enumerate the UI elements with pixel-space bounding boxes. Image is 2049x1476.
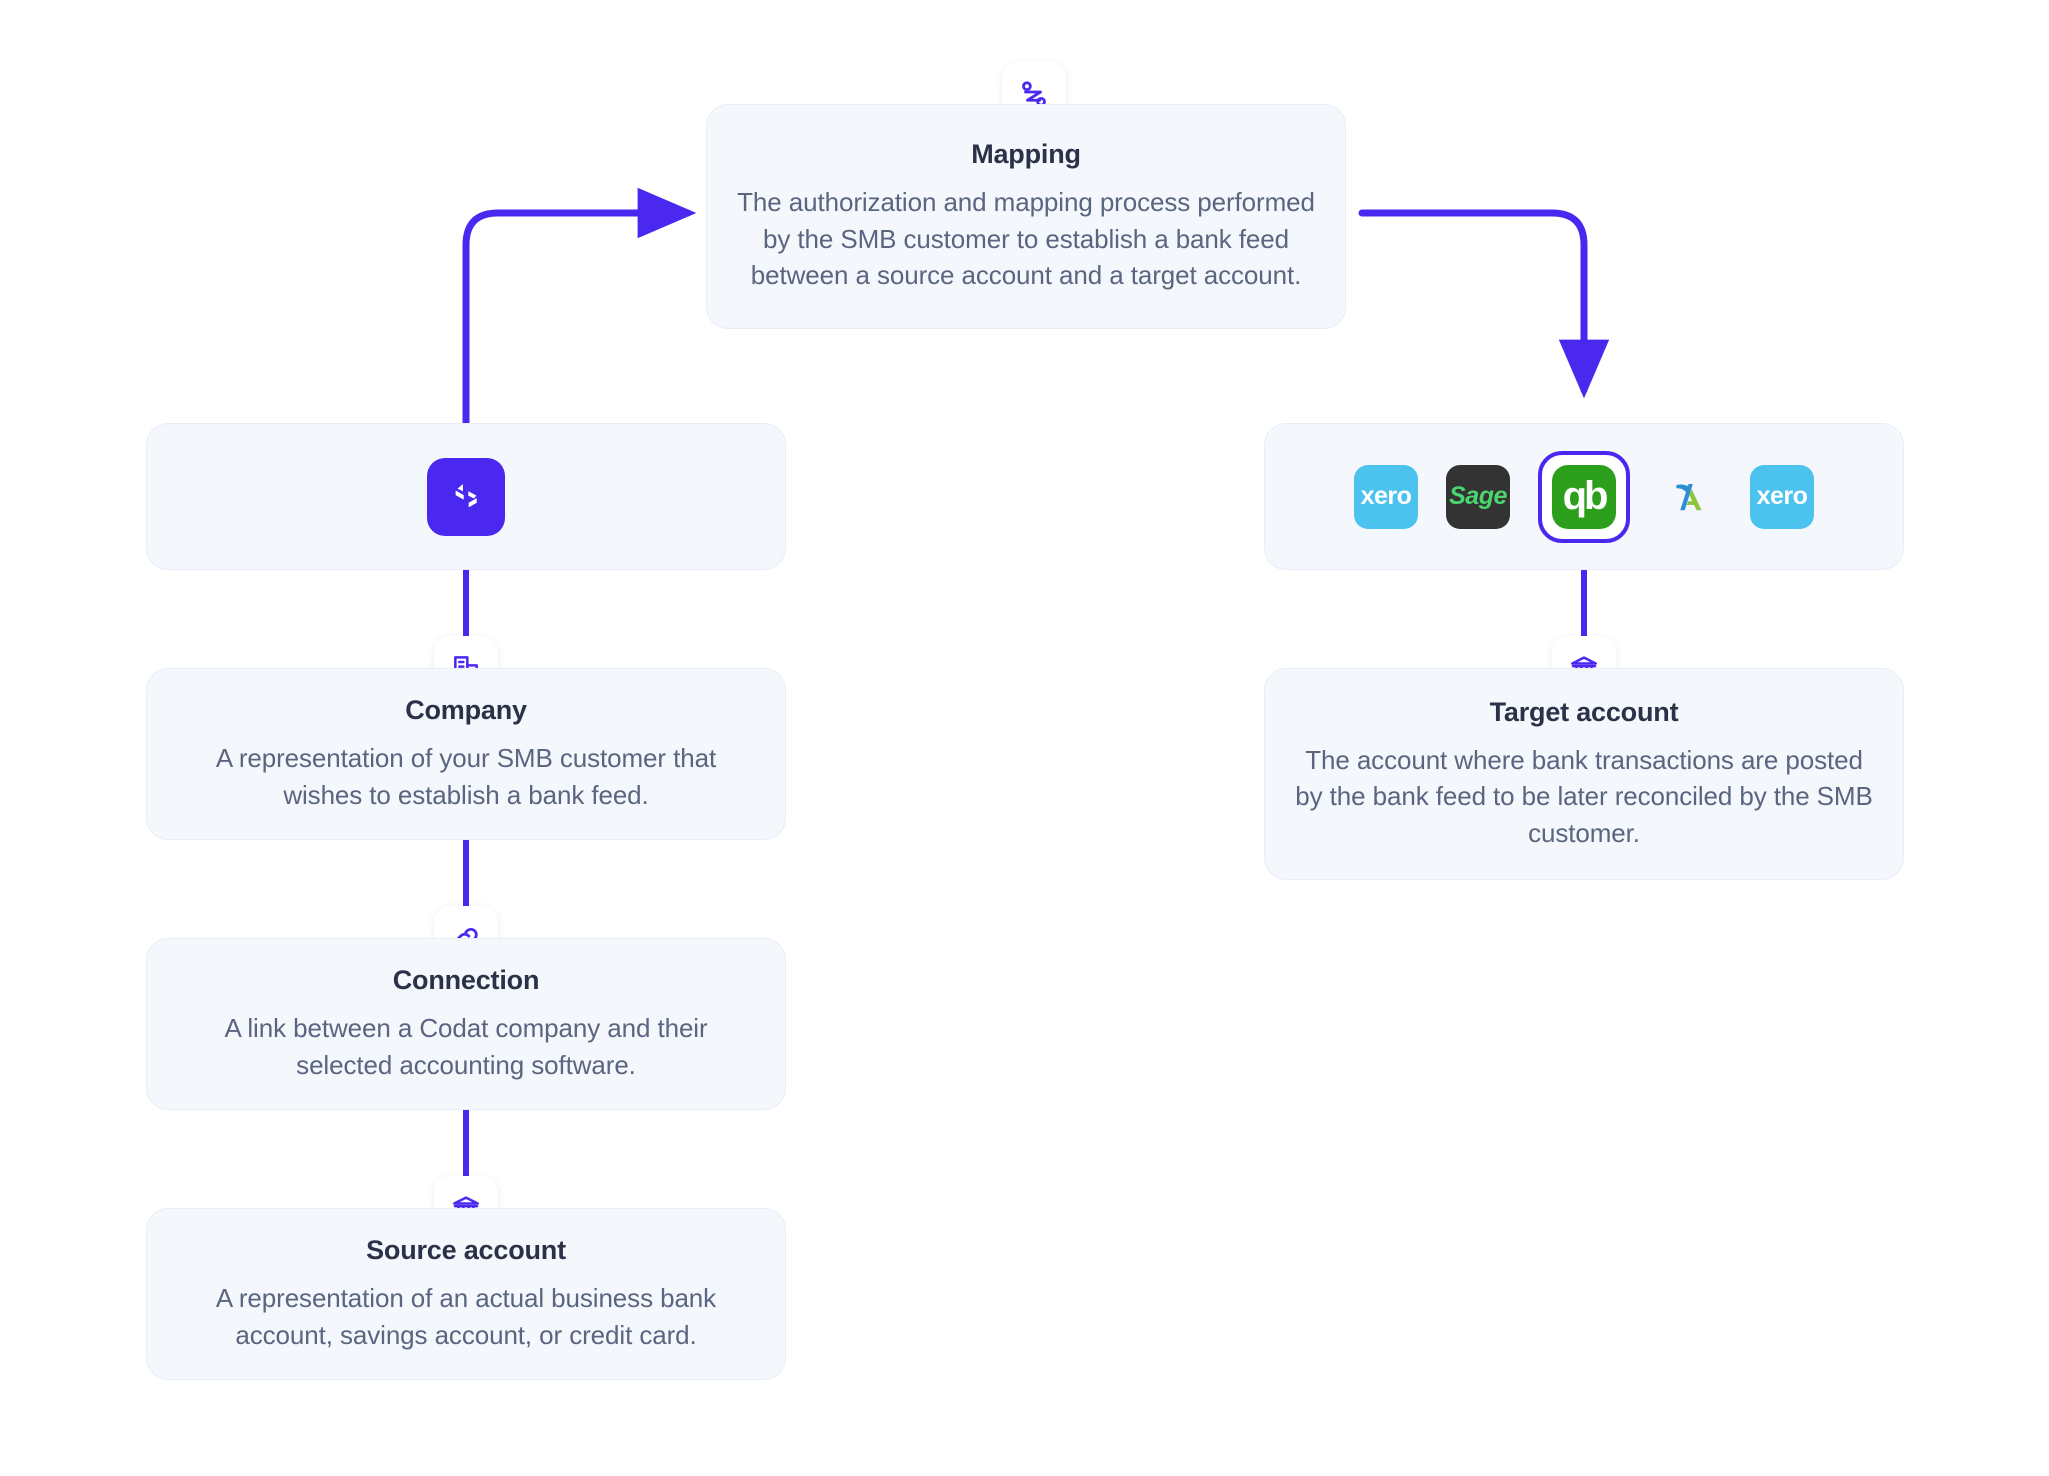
codat-logo-card [146,423,786,570]
mapping-card-description: The authorization and mapping process pe… [737,187,1315,291]
software-logo-label: xero [1360,482,1412,510]
source-account-card-title: Source account [366,1235,566,1266]
company-card-description: A representation of your SMB customer th… [215,743,717,810]
mapping-card: Mapping The authorization and mapping pr… [706,104,1346,329]
software-logo-quickbooks[interactable]: qb [1552,464,1616,529]
connection-card-title: Connection [392,965,540,996]
accounting-software-card: xero Sage qb [1264,423,1904,570]
target-account-card-title: Target account [1489,696,1679,727]
software-logo-sage[interactable]: Sage [1446,464,1510,529]
selection-ring: qb [1538,450,1630,543]
source-account-card: Source account A representation of an ac… [146,1208,786,1380]
target-account-card-description: The account where bank transactions are … [1295,744,1873,848]
connection-card-description: A link between a Codat company and their… [224,1013,708,1080]
software-logo-label: xero [1756,482,1808,510]
software-logo-label: qb [1562,474,1609,518]
company-card-title: Company [405,695,527,726]
company-card: Company A representation of your SMB cus… [146,668,786,840]
software-logo-freeagent[interactable] [1658,464,1722,529]
codat-brackets-logo [427,457,505,536]
mapping-card-title: Mapping [971,139,1081,170]
software-logo-label: Sage [1449,482,1507,510]
software-logo-xero[interactable]: xero [1354,464,1418,529]
software-logo-quickbooks-selected-wrapper[interactable]: qb [1538,450,1630,543]
source-account-card-description: A representation of an actual business b… [215,1283,717,1350]
accounting-software-logo-list: xero Sage qb [1265,424,1903,569]
connection-card: Connection A link between a Codat compan… [146,938,786,1110]
target-account-card: Target account The account where bank tr… [1264,668,1904,880]
software-logo-xero-2[interactable]: xero [1750,464,1814,529]
freeagent-icon [1676,483,1702,510]
